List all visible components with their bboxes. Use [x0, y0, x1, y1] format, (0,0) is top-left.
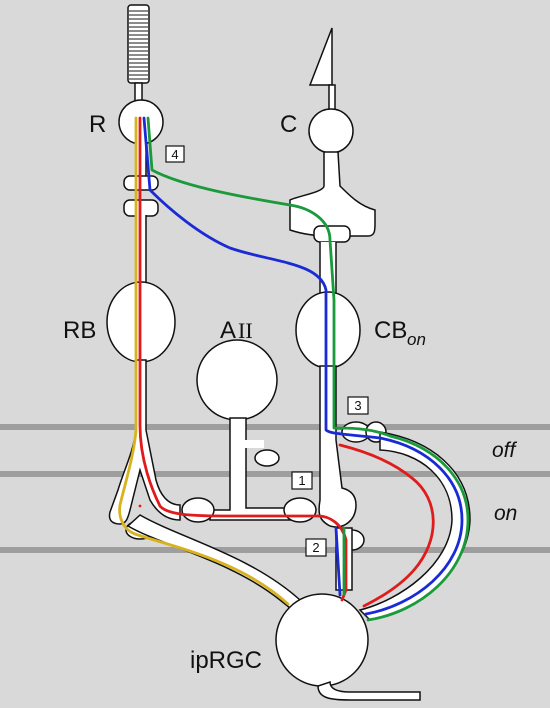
label-rod: R: [89, 111, 106, 138]
label-cb-sub: on: [407, 330, 426, 349]
pathway-marker-2: 2: [305, 538, 327, 557]
label-off-layer: off: [492, 439, 518, 462]
label-rod-bipolar: RB: [63, 317, 96, 344]
svg-text:2: 2: [312, 540, 319, 555]
label-aii-a: A: [220, 317, 236, 344]
cone-cell: [289, 27, 376, 237]
iprgc-cell: [126, 431, 471, 701]
label-aii-ii: II: [238, 318, 253, 343]
label-cb: CB: [374, 317, 407, 344]
band-top: [0, 424, 550, 430]
pathway-marker-3: 3: [347, 396, 369, 415]
label-cone-bipolar: CB on: [374, 317, 426, 349]
label-iprgc: ipRGC: [190, 647, 262, 674]
label-cone: C: [280, 111, 297, 138]
svg-text:4: 4: [171, 147, 178, 162]
pathway-marker-1: 1: [291, 471, 313, 490]
svg-text:3: 3: [354, 398, 361, 413]
pathway-marker-4: 4: [165, 145, 185, 163]
pathway-markers: 4 3 1 2: [165, 145, 369, 557]
label-aii: A II: [220, 317, 253, 344]
label-on-layer: on: [494, 502, 517, 525]
svg-text:1: 1: [298, 473, 305, 488]
band-bottom: [0, 547, 550, 553]
band-middle: [0, 471, 550, 477]
rod-bipolar-cell: [106, 199, 181, 540]
aii-amacrine-cell: [181, 339, 317, 523]
layer-bands: [0, 424, 550, 553]
